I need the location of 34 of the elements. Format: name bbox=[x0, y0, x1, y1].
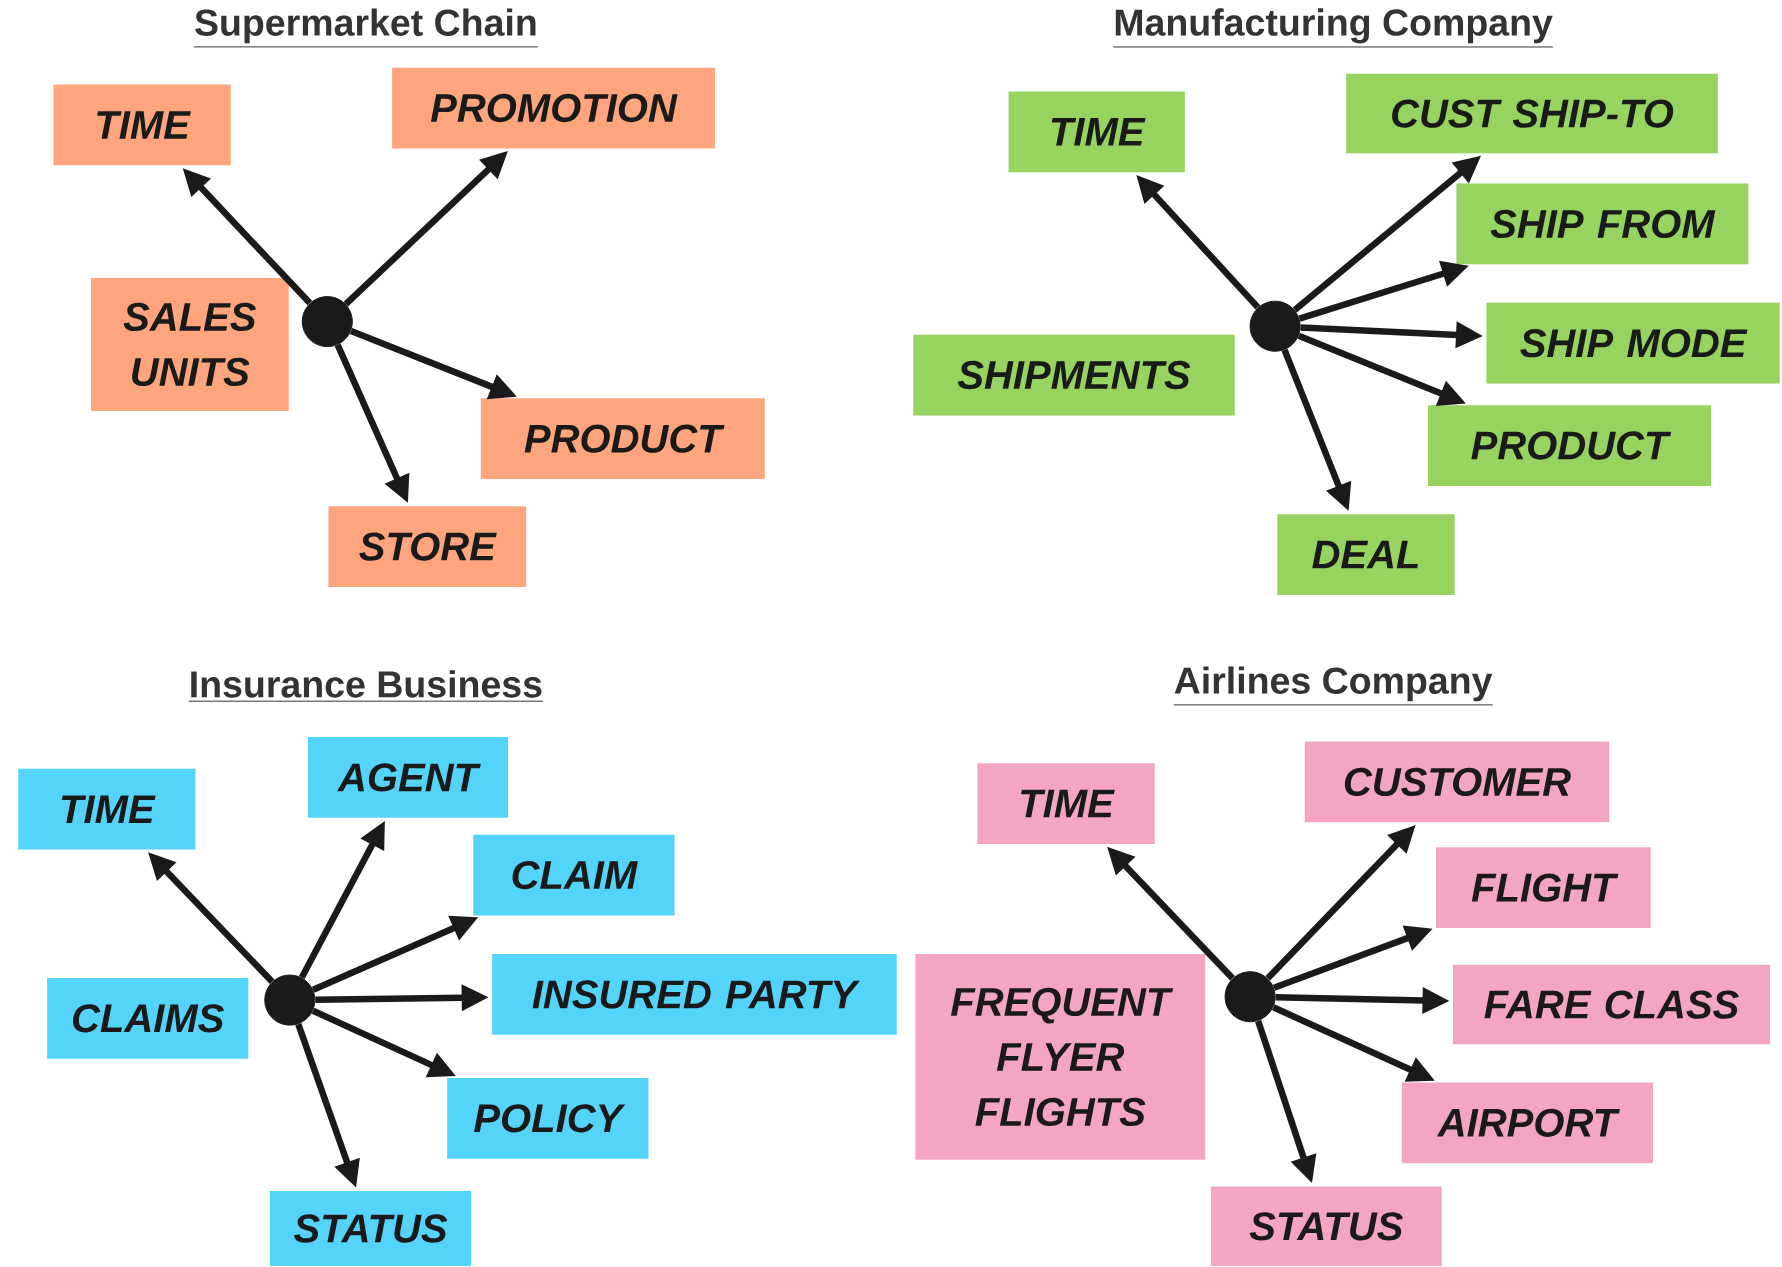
label-box: STATUS bbox=[1210, 1186, 1442, 1267]
label-box: STATUS bbox=[269, 1191, 472, 1266]
panel-title: Insurance Business bbox=[188, 670, 544, 702]
hub-dot bbox=[1249, 300, 1301, 352]
panel-title: Supermarket Chain bbox=[193, 8, 539, 48]
label-box: FLIGHT bbox=[1435, 847, 1651, 928]
hub-dot bbox=[1224, 971, 1276, 1023]
label-box: AGENT bbox=[308, 737, 508, 818]
label-box: TIME bbox=[977, 763, 1155, 844]
hub-dot bbox=[301, 296, 353, 348]
label-box: SHIP MODE bbox=[1486, 302, 1780, 384]
label-box: INSURED PARTY bbox=[492, 954, 897, 1035]
label-box: SHIP FROM bbox=[1456, 183, 1749, 265]
label-box: STORE bbox=[328, 506, 527, 587]
label-box: POLICY bbox=[447, 1077, 649, 1159]
label-box: PROMOTION bbox=[392, 67, 715, 149]
panel-title: Airlines Company bbox=[1173, 666, 1493, 706]
label-box: PRODUCT bbox=[480, 398, 765, 480]
label-box: AIRPORT bbox=[1401, 1082, 1654, 1164]
label-box: TIME bbox=[18, 768, 196, 850]
label-box: CUST SHIP-TO bbox=[1346, 73, 1718, 154]
label-box: SHIPMENTS bbox=[913, 334, 1235, 416]
label-box: CUSTOMER bbox=[1304, 741, 1610, 823]
label-box: CLAIM bbox=[473, 834, 675, 916]
label-box: DEAL bbox=[1277, 514, 1455, 595]
label-box: TIME bbox=[53, 84, 231, 166]
label-box: PRODUCT bbox=[1428, 405, 1711, 486]
label-box: CLAIMS bbox=[47, 977, 249, 1059]
label-box: FREQUENT FLYER FLIGHTS bbox=[915, 954, 1206, 1160]
hub-dot bbox=[264, 974, 316, 1026]
label-box: SALES UNITS bbox=[90, 277, 289, 411]
label-box: FARE CLASS bbox=[1453, 964, 1770, 1045]
label-box: TIME bbox=[1008, 91, 1185, 173]
panel-title: Manufacturing Company bbox=[1112, 8, 1554, 48]
